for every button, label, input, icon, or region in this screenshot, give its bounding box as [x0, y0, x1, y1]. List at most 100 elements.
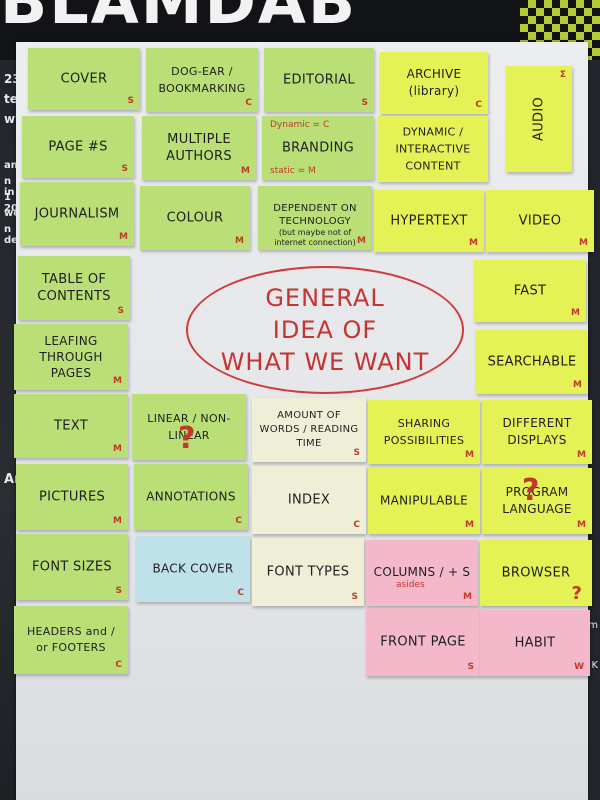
- note-annotation: asides: [396, 580, 425, 590]
- note-label: MULTIPLE AUTHORS: [166, 132, 232, 164]
- sticky-note-colour: COLOUR M: [140, 186, 250, 250]
- sticky-note-searchable: SEARCHABLE M: [476, 330, 588, 394]
- sticky-note-columns-asides: COLUMNS / + S asides M: [366, 540, 478, 606]
- sticky-note-linear-non-linear: LINEAR / NON-LINEAR ?: [132, 394, 246, 460]
- sticky-note-dependent-on-technology: DEPENDENT ON TECHNOLOGY (but maybe not o…: [258, 186, 372, 250]
- note-label: AUDIO: [531, 97, 547, 141]
- background-text: aml: [4, 160, 25, 171]
- note-label: FRONT PAGE: [380, 634, 466, 650]
- note-tag: M: [571, 308, 580, 318]
- note-label: JOURNALISM: [34, 206, 120, 222]
- background-text: n in: [4, 176, 15, 198]
- question-mark: ?: [522, 473, 540, 508]
- note-label: PAGE #S: [48, 139, 108, 155]
- note-tag: Σ: [559, 70, 566, 80]
- note-tag: C: [237, 588, 244, 598]
- note-tag: S: [467, 662, 474, 672]
- note-tag: M: [577, 450, 586, 460]
- note-label: LINEAR / NON-LINEAR: [147, 412, 231, 442]
- note-tag: M: [573, 380, 582, 390]
- sticky-note-audio: AUDIO Σ: [506, 66, 572, 172]
- note-label: FAST: [513, 283, 547, 299]
- sticky-note-sharing-possibilities: SHARING POSSIBILITIES M: [368, 400, 480, 464]
- sticky-note-hypertext: HYPERTEXT M: [374, 190, 484, 252]
- note-tag: C: [245, 98, 252, 108]
- sticky-note-text: TEXT M: [14, 394, 128, 458]
- sticky-note-video: VIDEO M: [486, 190, 594, 252]
- sticky-note-leafing-through-pages: LEAFING THROUGH PAGES M: [14, 324, 128, 390]
- sticky-note-different-displays: DIFFERENT DISPLAYS M: [482, 400, 592, 464]
- note-label: DYNAMIC / INTERACTIVE CONTENT: [395, 125, 471, 173]
- sticky-note-table-of-contents: TABLE OF CONTENTS S: [18, 256, 130, 320]
- sticky-note-page-numbers: PAGE #S S: [22, 116, 134, 178]
- sticky-note-archive: ARCHIVE (library) C: [380, 52, 488, 114]
- sticky-note-headers-footers: HEADERS and / or FOOTERS C: [14, 606, 128, 674]
- note-tag: M: [463, 592, 472, 602]
- central-heading: GENERAL IDEA OF WHAT WE WANT: [188, 282, 462, 378]
- note-tag: S: [127, 96, 134, 106]
- note-label: PICTURES: [38, 489, 106, 505]
- note-tag: M: [241, 166, 250, 176]
- note-tag: M: [579, 238, 588, 248]
- note-label: ARCHIVE (library): [406, 67, 462, 98]
- note-label: DOG-EAR / BOOKMARKING: [158, 65, 246, 95]
- note-tag: M: [113, 444, 122, 454]
- note-label: HABIT: [514, 635, 556, 651]
- note-tag: M: [113, 376, 122, 386]
- sticky-note-fast: FAST M: [474, 260, 586, 322]
- note-tag: M: [469, 238, 478, 248]
- note-label: SEARCHABLE: [487, 354, 577, 370]
- sticky-note-dynamic-content: DYNAMIC / INTERACTIVE CONTENT: [378, 116, 488, 182]
- sticky-note-editorial: EDITORIAL S: [264, 48, 374, 112]
- question-mark: ?: [571, 583, 582, 604]
- central-heading-line: WHAT WE WANT: [220, 348, 430, 376]
- background-text: wet: [4, 208, 25, 219]
- note-label: BROWSER: [501, 565, 571, 581]
- note-label: COVER: [60, 71, 108, 87]
- background-text: em: [582, 620, 598, 631]
- note-tag: C: [235, 516, 242, 526]
- note-label: BACK COVER: [152, 561, 234, 576]
- sticky-note-cover: COVER S: [28, 48, 140, 110]
- central-ellipse: GENERAL IDEA OF WHAT WE WANT: [186, 266, 464, 394]
- sticky-note-font-types: FONT TYPES S: [252, 538, 364, 606]
- sticky-note-back-cover: BACK COVER C: [136, 536, 250, 602]
- note-tag: S: [115, 586, 122, 596]
- note-label: INDEX: [287, 492, 331, 508]
- note-label: DIFFERENT DISPLAYS: [502, 416, 572, 447]
- note-label: FONT SIZES: [32, 559, 112, 575]
- note-tag: M: [357, 236, 366, 246]
- note-tag: S: [361, 98, 368, 108]
- sticky-note-habit: HABIT W: [480, 610, 590, 676]
- sticky-note-pictures: PICTURES M: [16, 464, 128, 530]
- sticky-note-multiple-authors: MULTIPLE AUTHORS M: [142, 116, 256, 180]
- note-tag: M: [235, 236, 244, 246]
- note-tag: S: [121, 164, 128, 174]
- sticky-note-annotations: ANNOTATIONS C: [134, 464, 248, 530]
- note-label: MANIPULABLE: [379, 493, 469, 508]
- note-tag: S: [353, 448, 360, 458]
- sticky-note-amount-of-words: AMOUNT OF WORDS / READING TIME S: [252, 398, 366, 462]
- sticky-note-front-page: FRONT PAGE S: [366, 608, 480, 676]
- note-label: VIDEO: [518, 213, 562, 229]
- note-subtext: (but maybe not of internet connection): [274, 228, 356, 247]
- question-mark: ?: [178, 421, 196, 456]
- sticky-note-index: INDEX C: [252, 466, 366, 534]
- sticky-note-journalism: JOURNALISM M: [20, 182, 134, 246]
- note-tag: M: [577, 520, 586, 530]
- note-label: HEADERS and / or FOOTERS: [26, 625, 116, 654]
- note-label: COLUMNS / + S: [373, 565, 471, 579]
- central-heading-line: IDEA OF: [272, 316, 378, 344]
- note-tag: C: [353, 520, 360, 530]
- sticky-note-font-sizes: FONT SIZES S: [16, 534, 128, 600]
- background-text: K: [591, 660, 598, 671]
- sticky-note-manipulable: MANIPULABLE M: [368, 468, 480, 534]
- note-tag: M: [465, 520, 474, 530]
- note-label: COLOUR: [166, 210, 224, 226]
- note-label: FONT TYPES: [266, 564, 350, 580]
- note-label: SHARING POSSIBILITIES: [383, 417, 465, 447]
- note-tag: C: [115, 660, 122, 670]
- note-tag: W: [574, 662, 584, 672]
- note-label: PROGRAM LANGUAGE: [502, 485, 572, 516]
- note-tag: M: [465, 450, 474, 460]
